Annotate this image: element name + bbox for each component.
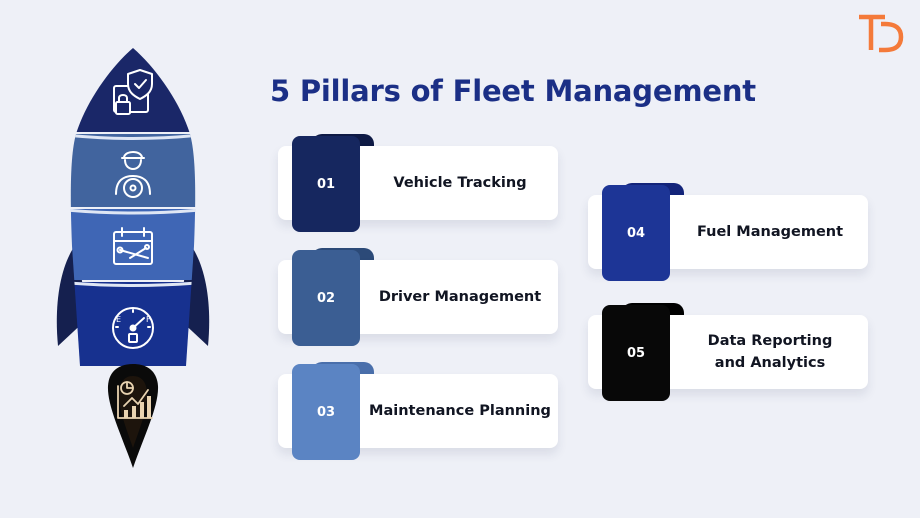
pillar-card-driver-management: 02 Driver Management xyxy=(278,248,560,346)
driver-steering-wheel-icon xyxy=(115,151,151,198)
pillar-number: 05 xyxy=(626,345,646,361)
pillar-number-badge: 05 xyxy=(602,305,670,401)
pillar-card-vehicle-tracking: 01 Vehicle Tracking xyxy=(278,134,560,232)
analytics-chart-icon xyxy=(117,381,153,419)
rocket-segment-4 xyxy=(70,282,196,366)
pillar-number-badge: 03 xyxy=(292,364,360,460)
pillar-label: Data Reporting and Analytics xyxy=(707,333,833,371)
pillar-number-badge: 02 xyxy=(292,250,360,346)
pillar-number-badge: 04 xyxy=(602,185,670,281)
svg-text:E: E xyxy=(116,315,121,324)
rocket-illustration: E F xyxy=(56,48,210,468)
pillar-number-badge: 01 xyxy=(292,136,360,232)
rocket-segment-2 xyxy=(70,134,196,207)
page-title: 5 Pillars of Fleet Management xyxy=(270,74,756,108)
pillar-label: Fuel Management xyxy=(696,224,844,240)
pillar-number: 03 xyxy=(316,404,336,420)
pillar-card-maintenance-planning: 03 Maintenance Planning xyxy=(278,362,560,460)
pillar-number: 04 xyxy=(626,225,646,241)
pillar-label: Vehicle Tracking xyxy=(393,175,527,191)
maintenance-calendar-tools-icon xyxy=(113,227,153,265)
pillar-card-fuel-management: 04 Fuel Management xyxy=(588,183,870,281)
svg-text:F: F xyxy=(146,315,151,324)
security-lock-shield-icon xyxy=(113,69,153,115)
pillar-number: 01 xyxy=(316,176,336,192)
fuel-gauge-icon: E F xyxy=(112,307,154,349)
pillar-card-data-reporting: 05 Data Reporting and Analytics xyxy=(588,303,870,401)
rocket-segment-3 xyxy=(70,209,196,280)
brand-logo xyxy=(859,14,904,53)
pillar-label: Driver Management xyxy=(378,289,542,305)
pillar-label: Maintenance Planning xyxy=(369,403,551,419)
pillar-number: 02 xyxy=(316,290,336,306)
